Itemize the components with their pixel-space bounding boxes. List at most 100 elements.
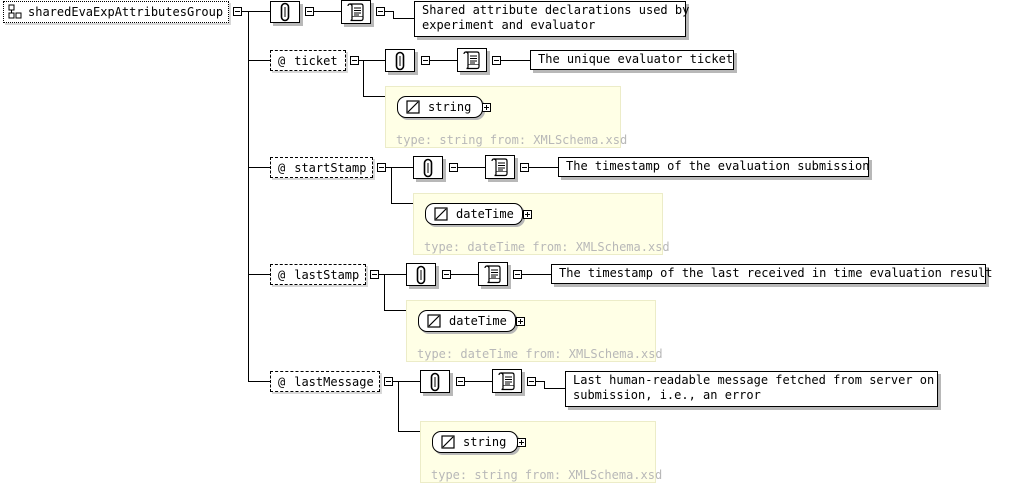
- simple-type-icon: [406, 100, 420, 114]
- attribute-name: lastMessage: [294, 374, 374, 389]
- connector: [430, 60, 457, 61]
- connector: [393, 381, 420, 382]
- attribute-collapse-toggle[interactable]: [370, 270, 379, 279]
- connector: [391, 167, 392, 203]
- documentation-icon: [346, 2, 366, 22]
- doc-collapse-toggle[interactable]: [520, 163, 529, 172]
- attribute-doc-box[interactable]: [478, 262, 508, 286]
- doc-collapse-toggle[interactable]: [492, 56, 501, 65]
- connector: [398, 431, 420, 432]
- simple-type-icon: [427, 314, 441, 328]
- attribute-type-panel: string type: string from: XMLSchema.xsd: [385, 86, 627, 148]
- attribute-node-startstamp[interactable]: @ startStamp: [270, 157, 373, 178]
- connector: [385, 11, 393, 12]
- group-doc-box[interactable]: [341, 0, 371, 24]
- attribute-marker: @: [278, 374, 286, 389]
- info-icon: [414, 265, 428, 285]
- connector: [384, 310, 406, 311]
- info-icon: [428, 372, 442, 392]
- attribute-description: The unique evaluator ticket: [530, 50, 734, 70]
- type-name: string: [428, 100, 472, 114]
- type-expand-toggle[interactable]: [482, 103, 491, 112]
- simple-type-icon: [441, 435, 455, 449]
- attribute-name: ticket: [294, 53, 338, 68]
- attribute-marker: @: [278, 160, 286, 175]
- type-name: dateTime: [456, 207, 514, 221]
- attribute-type[interactable]: string: [432, 431, 518, 453]
- connector: [363, 60, 364, 96]
- info-collapse-toggle[interactable]: [421, 56, 430, 65]
- connector: [242, 11, 270, 12]
- attribute-description: Last human-readable message fetched from…: [565, 371, 938, 407]
- documentation-icon: [490, 157, 510, 177]
- attribute-type-panel: dateTime type: dateTime from: XMLSchema.…: [406, 300, 663, 362]
- attribute-doc-box[interactable]: [485, 155, 515, 179]
- info-icon: [421, 158, 435, 178]
- doc-collapse-toggle[interactable]: [513, 270, 522, 279]
- connector: [391, 203, 413, 204]
- connector: [384, 274, 385, 310]
- connector: [451, 274, 478, 275]
- group-trunk-connector: [248, 11, 249, 381]
- connector: [393, 18, 414, 19]
- documentation-icon: [483, 264, 503, 284]
- info-icon: [278, 2, 292, 22]
- info-collapse-toggle[interactable]: [305, 7, 314, 16]
- type-info: type: string from: XMLSchema.xsd: [396, 133, 628, 147]
- attribute-info-box[interactable]: [406, 263, 436, 286]
- info-icon: [393, 51, 407, 71]
- connector: [465, 381, 492, 382]
- connector: [248, 167, 270, 168]
- attribute-type[interactable]: dateTime: [425, 203, 523, 225]
- info-collapse-toggle[interactable]: [442, 270, 451, 279]
- attribute-name: lastStamp: [294, 267, 360, 282]
- attribute-type[interactable]: string: [397, 96, 483, 118]
- attribute-group-node[interactable]: sharedEvaExpAttributesGroup: [3, 1, 229, 23]
- connector: [379, 274, 406, 275]
- connector: [363, 96, 385, 97]
- type-expand-toggle[interactable]: [516, 317, 525, 326]
- attribute-description: The timestamp of the evaluation submissi…: [558, 157, 869, 177]
- attribute-group-name: sharedEvaExpAttributesGroup: [28, 5, 224, 19]
- attribute-info-box[interactable]: [420, 370, 450, 393]
- info-collapse-toggle[interactable]: [456, 377, 465, 386]
- simple-type-icon: [434, 207, 448, 221]
- attribute-doc-box[interactable]: [492, 369, 522, 393]
- attribute-type-panel: string type: string from: XMLSchema.xsd: [420, 421, 662, 483]
- type-info: type: dateTime from: XMLSchema.xsd: [424, 240, 670, 254]
- connector: [501, 60, 530, 61]
- attribute-collapse-toggle[interactable]: [384, 377, 393, 386]
- info-collapse-toggle[interactable]: [449, 163, 458, 172]
- connector: [529, 167, 558, 168]
- type-name: dateTime: [449, 314, 507, 328]
- connector: [386, 167, 413, 168]
- connector: [359, 60, 385, 61]
- attribute-info-box[interactable]: [413, 156, 443, 179]
- attribute-description: The timestamp of the last received in ti…: [551, 264, 992, 284]
- attribute-node-ticket[interactable]: @ ticket: [270, 50, 346, 71]
- group-info-box[interactable]: [270, 1, 300, 23]
- attribute-collapse-toggle[interactable]: [377, 163, 386, 172]
- doc-collapse-toggle[interactable]: [527, 377, 536, 386]
- connector: [522, 274, 551, 275]
- connector: [248, 274, 270, 275]
- attribute-doc-box[interactable]: [457, 48, 487, 72]
- connector: [248, 60, 270, 61]
- attribute-group-icon: [8, 4, 22, 20]
- attribute-info-box[interactable]: [385, 49, 415, 72]
- group-description: Shared attribute declarations used by ex…: [414, 1, 689, 37]
- connector: [314, 11, 341, 12]
- group-collapse-toggle[interactable]: [233, 7, 242, 16]
- attribute-marker: @: [278, 53, 286, 68]
- connector: [536, 381, 544, 382]
- type-expand-toggle[interactable]: [523, 210, 532, 219]
- type-expand-toggle[interactable]: [517, 438, 526, 447]
- attribute-collapse-toggle[interactable]: [350, 56, 359, 65]
- attribute-node-lastmessage[interactable]: @ lastMessage: [270, 371, 380, 392]
- doc-collapse-toggle[interactable]: [376, 7, 385, 16]
- type-info: type: string from: XMLSchema.xsd: [431, 468, 663, 482]
- documentation-icon: [462, 50, 482, 70]
- attribute-node-laststamp[interactable]: @ lastStamp: [270, 264, 366, 285]
- attribute-type[interactable]: dateTime: [418, 310, 516, 332]
- connector: [544, 381, 545, 389]
